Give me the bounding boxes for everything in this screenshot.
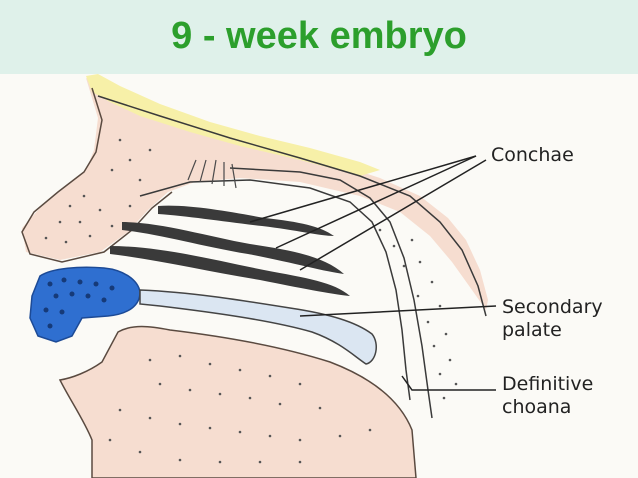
mandible bbox=[58, 325, 417, 478]
septum-line-outer bbox=[97, 95, 487, 317]
label-conchae: Conchae bbox=[491, 144, 574, 166]
olfactory-strands bbox=[187, 159, 237, 189]
leader-conchae-2 bbox=[275, 155, 477, 249]
nasal-bone bbox=[86, 74, 380, 176]
leader-secondary-palate bbox=[299, 305, 497, 317]
leader-conchae-1 bbox=[249, 155, 477, 223]
concha-middle bbox=[122, 222, 344, 274]
mandible-dots bbox=[108, 354, 372, 464]
leader-definitive-choana bbox=[401, 375, 496, 391]
slide-title: 9 - week embryo bbox=[171, 15, 467, 57]
label-secondary-palate-line2: palate bbox=[502, 319, 562, 341]
mesenchyme-dots bbox=[44, 138, 458, 400]
upper-facial-tissue bbox=[22, 78, 488, 310]
title-band bbox=[0, 0, 638, 74]
leader-lines bbox=[249, 155, 497, 391]
premaxilla-dots bbox=[43, 277, 115, 329]
cavity-line-2 bbox=[229, 167, 433, 419]
label-definitive-choana-line2: choana bbox=[502, 396, 572, 418]
label-definitive-choana-line1: Definitive bbox=[502, 373, 594, 395]
secondary-palate bbox=[139, 289, 378, 365]
concha-inferior bbox=[110, 246, 350, 296]
leader-conchae-3 bbox=[299, 159, 487, 271]
cavity-line-1 bbox=[139, 179, 411, 401]
label-secondary-palate-line1: Secondary bbox=[502, 296, 603, 318]
concha-superior bbox=[158, 205, 334, 236]
